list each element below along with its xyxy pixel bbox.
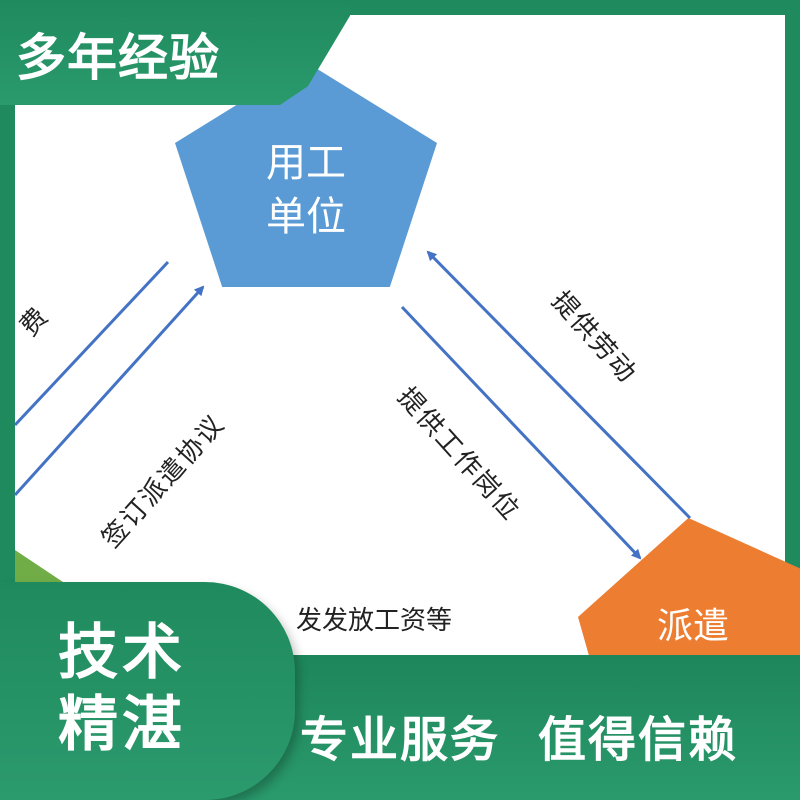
employer-label-line2: 单位 bbox=[266, 193, 346, 240]
bottom-slogan: 专业服务值得信赖 bbox=[300, 700, 738, 770]
employer-label-line1: 用工 bbox=[266, 139, 346, 186]
arrow-left-upper bbox=[13, 260, 170, 427]
slogan-part2: 值得信赖 bbox=[538, 712, 739, 768]
badge-line2: 精湛 bbox=[58, 690, 186, 760]
bottom-left-badge-text: 技术 精湛 bbox=[58, 617, 186, 761]
employer-node-label: 用工 单位 bbox=[251, 136, 361, 244]
bottom-left-badge: 技术 精湛 bbox=[0, 582, 295, 800]
arrow-sign-agreement bbox=[13, 285, 205, 497]
arrow-provide-job bbox=[400, 305, 642, 560]
badge-line1: 技术 bbox=[58, 618, 186, 688]
slogan-part1: 专业服务 bbox=[300, 712, 501, 768]
arrow-provide-labor bbox=[426, 250, 692, 520]
top-banner-text: 多年经验 bbox=[16, 29, 220, 87]
edge-label-pay-wages: 发发放工资等 bbox=[296, 606, 453, 636]
top-banner: 多年经验 bbox=[0, 0, 350, 105]
dispatch-node-label: 派遣 bbox=[656, 606, 729, 647]
